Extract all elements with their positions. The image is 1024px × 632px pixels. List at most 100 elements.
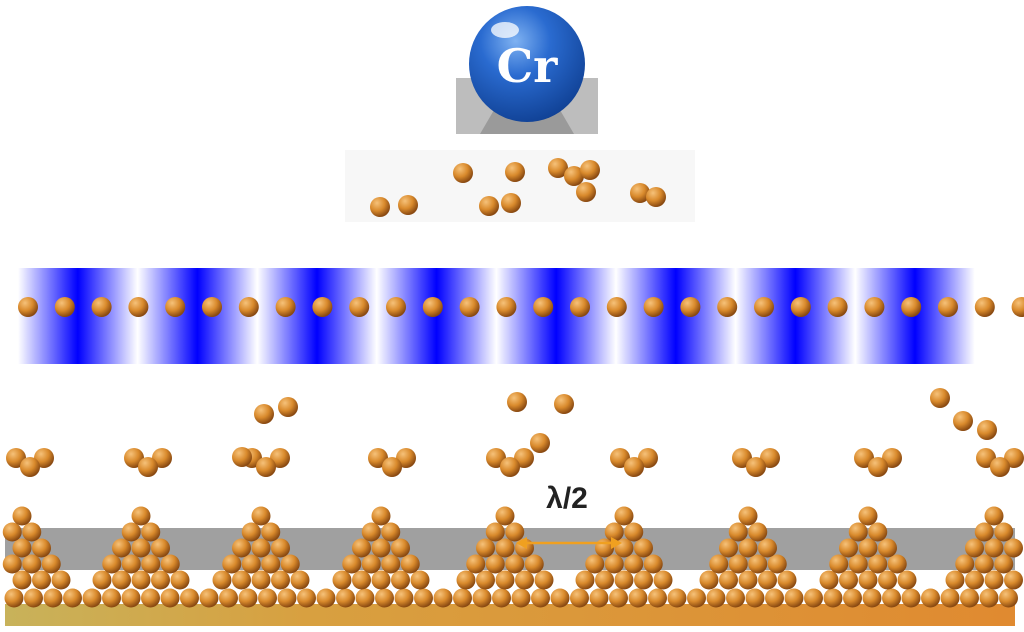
pyramid-atom [887, 554, 907, 574]
pyramid-atom [868, 522, 888, 542]
pyramid-atom [965, 570, 984, 590]
pyramid-atom [400, 554, 420, 574]
pyramid-atom [112, 538, 131, 558]
pyramid-atom [624, 554, 644, 574]
substrate-atom [784, 588, 804, 608]
pyramid-atom [767, 554, 787, 574]
pyramid-atom [160, 554, 180, 574]
wave-atom [754, 297, 774, 317]
substrate-atom [901, 588, 921, 608]
wave-atom [827, 297, 848, 317]
focused-atom [624, 457, 644, 477]
emitted-atom [398, 195, 418, 215]
wave-atom [386, 297, 406, 317]
pyramid-atom [614, 570, 634, 590]
pyramid-atom [232, 538, 251, 558]
pyramid-atom [131, 570, 151, 590]
pyramid-atom [614, 506, 634, 526]
pyramid-atom [974, 522, 994, 542]
pyramid-atom [819, 570, 839, 590]
spacing-arrow [516, 537, 622, 549]
cr-source: Cr [456, 6, 598, 134]
pyramid-atom [32, 570, 51, 590]
wave-atom [18, 297, 38, 317]
substrate-atom [180, 588, 199, 608]
substrate-atom [804, 588, 823, 608]
pyramid-atom [748, 554, 768, 574]
pyramid-atom [12, 570, 32, 590]
pyramid-atom [984, 570, 1004, 590]
substrate-atom [921, 588, 940, 608]
pyramid-atom [102, 554, 122, 574]
pyramid-atom [945, 570, 965, 590]
pyramid-atom [381, 522, 401, 542]
focused-atom [382, 457, 402, 477]
wave-atom [680, 297, 701, 317]
emitted-atom [580, 160, 600, 180]
pyramid-atom [151, 570, 170, 590]
substrate-atom [843, 588, 862, 608]
pyramid-atom [261, 522, 281, 542]
substrate-atom [141, 588, 160, 608]
wave-atom [128, 297, 149, 317]
pyramid-atom [515, 570, 534, 590]
pyramid-atom [141, 554, 161, 574]
substrate-atom [297, 588, 316, 608]
pyramid-atom [585, 554, 605, 574]
atoms-in-wave [18, 297, 1024, 317]
pyramid-atom [758, 570, 777, 590]
substrate-atom [687, 588, 706, 608]
pyramid-atom [878, 570, 897, 590]
wave-atom [275, 297, 296, 317]
pyramid-atom [371, 506, 391, 526]
standing-wave-mask [18, 268, 975, 364]
pyramid-atom [653, 570, 673, 590]
pyramid-atom [456, 570, 476, 590]
pyramid-atom [994, 522, 1014, 542]
substrate-atom [394, 588, 414, 608]
pyramid-atom [391, 570, 410, 590]
substrate-atom [960, 588, 979, 608]
pyramid-atom [332, 570, 352, 590]
pyramid-atom [575, 570, 595, 590]
wave-atom [974, 297, 995, 317]
pyramid-atom [371, 538, 391, 558]
pyramid-atom [271, 570, 290, 590]
pyramid-atom [241, 554, 261, 574]
substrate-atom [121, 588, 141, 608]
emitted-atom [453, 163, 473, 183]
pyramid-atom [361, 522, 381, 542]
wave-atom [901, 297, 922, 317]
cr-sphere-highlight [491, 22, 519, 38]
substrate-atom [63, 588, 82, 608]
substrate-atom [609, 588, 628, 608]
substrate-atom [102, 588, 121, 608]
substrate-atom [531, 588, 550, 608]
focused-atom [930, 388, 950, 408]
focused-atom [232, 447, 252, 467]
emitted-atom [548, 158, 568, 178]
substrate-atom [492, 588, 511, 608]
focused-atom [746, 457, 766, 477]
substrate-atom [160, 588, 180, 608]
pyramid-atom [1004, 538, 1023, 558]
substrate-atom [355, 588, 375, 608]
pyramid-atom [232, 570, 251, 590]
substrate-atom [823, 588, 843, 608]
pyramid-atom [476, 538, 495, 558]
pyramid-atom [222, 554, 242, 574]
pyramid-atom [868, 554, 888, 574]
pyramid-atom [121, 522, 141, 542]
wave-atom [422, 297, 443, 317]
pyramid-atom [485, 554, 505, 574]
substrate-atom [453, 588, 472, 608]
pyramid-atom [955, 554, 975, 574]
substrate-atom [375, 588, 394, 608]
pyramid-atom [839, 538, 858, 558]
substrate-atom [628, 588, 648, 608]
substrate-atom [648, 588, 667, 608]
pyramid-atom [12, 538, 32, 558]
pyramid-atom [495, 506, 515, 526]
wave-atom [202, 297, 222, 317]
